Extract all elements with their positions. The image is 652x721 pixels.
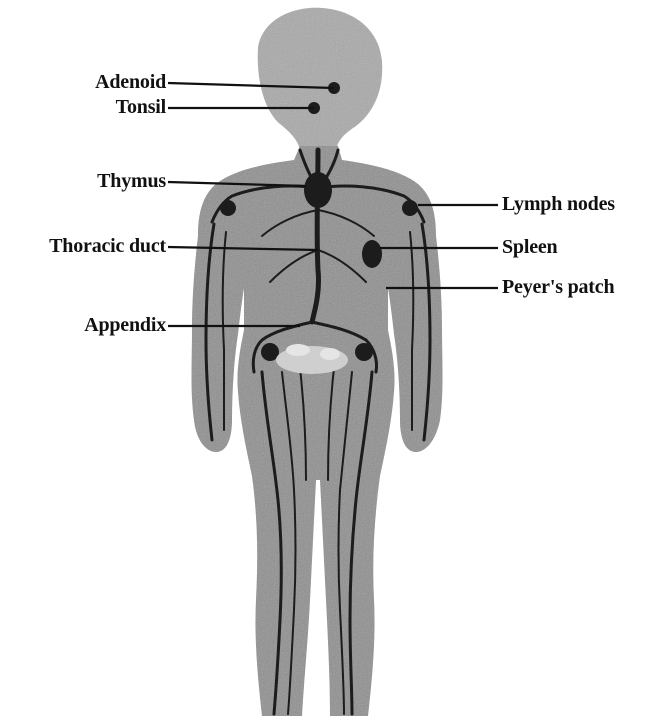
right-axillary-nodes	[402, 200, 418, 216]
label-tonsil: Tonsil	[116, 97, 166, 117]
label-adenoid: Adenoid	[95, 72, 166, 92]
right-inguinal-nodes	[355, 343, 373, 361]
label-peyers-patch: Peyer's patch	[502, 277, 614, 297]
thymus-organ	[304, 172, 332, 208]
left-axillary-nodes	[220, 200, 236, 216]
label-appendix: Appendix	[84, 315, 166, 335]
label-thymus: Thymus	[97, 171, 166, 191]
label-thoracic-duct: Thoracic duct	[49, 236, 166, 256]
label-lymph-nodes: Lymph nodes	[502, 194, 615, 214]
label-spleen: Spleen	[502, 237, 557, 257]
spleen-organ	[362, 240, 382, 268]
head-silhouette	[258, 8, 382, 150]
